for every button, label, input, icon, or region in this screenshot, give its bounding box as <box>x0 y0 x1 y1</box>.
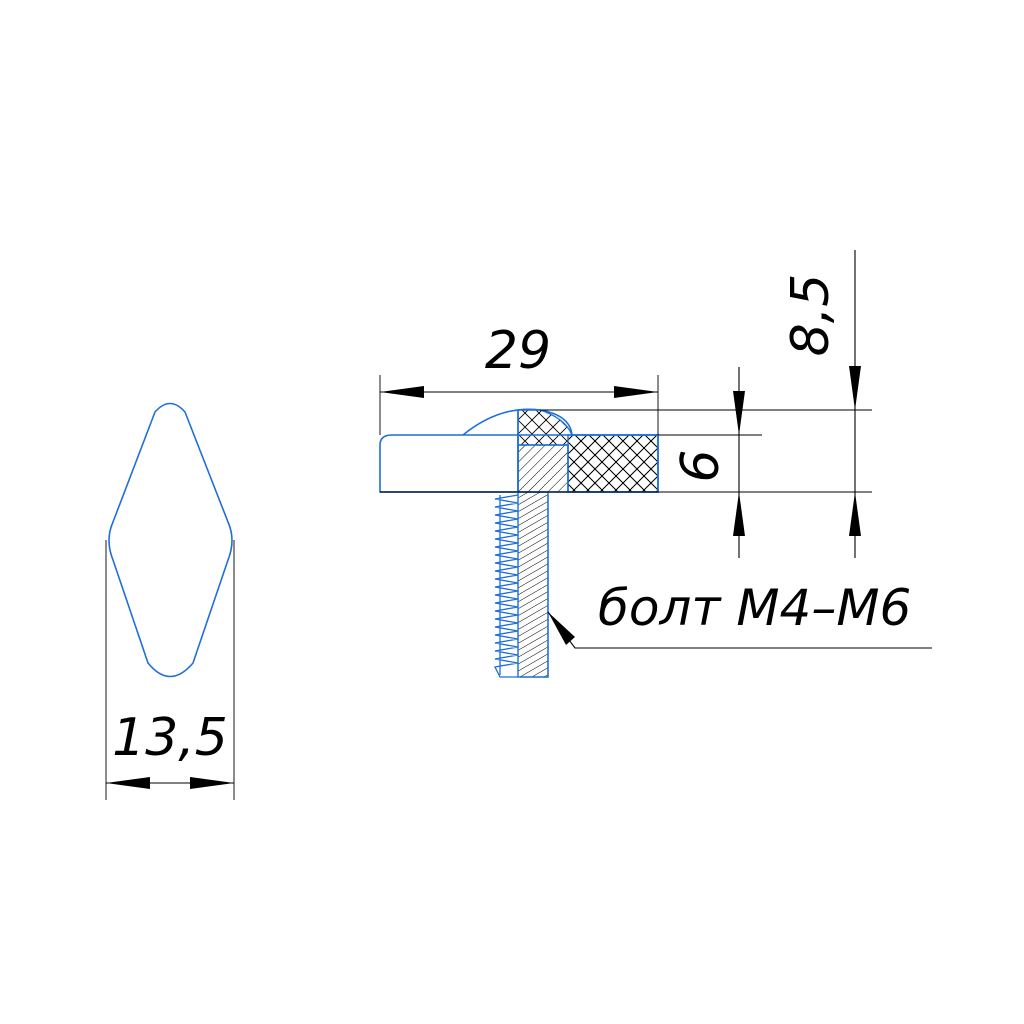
rhombus-outline <box>108 402 233 678</box>
thickness-dimension-label: 6 <box>671 449 731 482</box>
callout-arrow <box>548 612 575 645</box>
thickness-arrow-top <box>733 391 745 435</box>
thickness-arrow-bottom <box>733 492 745 536</box>
bolt-thread <box>494 494 519 678</box>
length-arrow-right <box>614 386 658 398</box>
width-dimension-label: 13,5 <box>112 708 228 768</box>
side-view: 29 6 8,5 болт М4–М6 <box>379 250 932 678</box>
bolt <box>494 491 549 678</box>
height-arrow-top <box>849 366 861 410</box>
width-arrow-right <box>190 777 234 789</box>
height-dimension-label: 8,5 <box>781 274 841 357</box>
bolt-callout-label: болт М4–М6 <box>598 579 911 637</box>
body-left-outline <box>379 434 519 493</box>
width-arrow-left <box>106 777 150 789</box>
length-arrow-left <box>380 386 424 398</box>
bolt-thread-right <box>520 495 549 678</box>
height-arrow-bottom <box>849 492 861 536</box>
front-view: 13,5 <box>105 402 235 800</box>
insert-core <box>517 444 569 493</box>
bolt-shank-hatched <box>517 491 549 678</box>
length-dimension-label: 29 <box>485 321 551 381</box>
section-crosshatch-right <box>567 434 659 493</box>
